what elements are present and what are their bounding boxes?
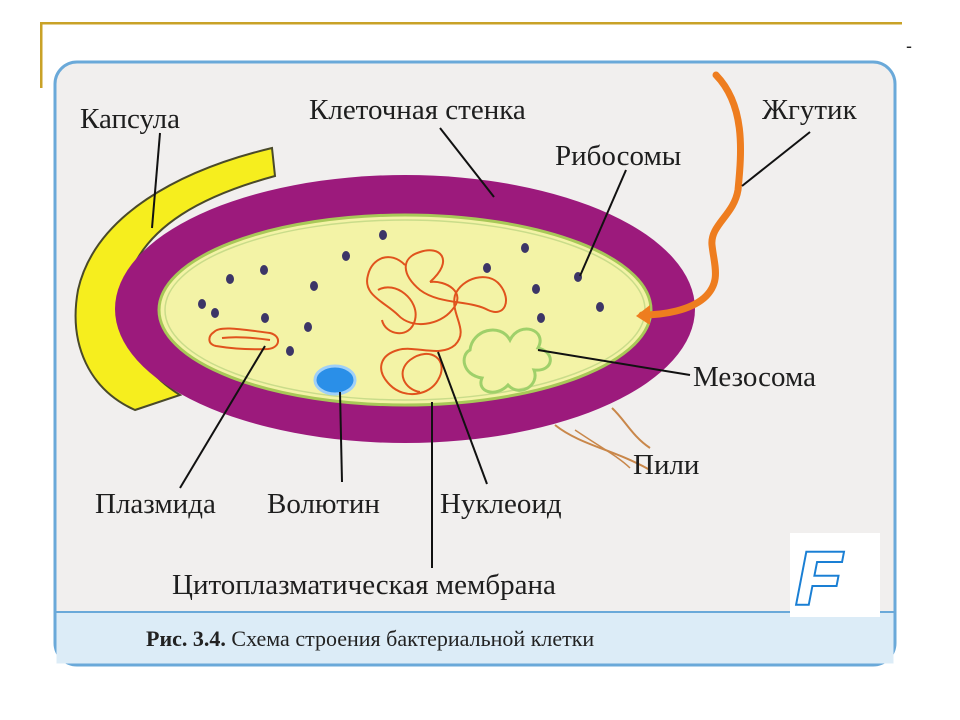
ribosome: [304, 322, 312, 332]
flagellum-leader: [741, 131, 811, 187]
volutin: [313, 364, 357, 396]
flagellum: [638, 71, 745, 319]
nucleoid-leader: [437, 351, 488, 485]
ribosome: [521, 243, 529, 253]
label-plasmid: Плазмида: [95, 488, 216, 520]
pili-1: [554, 424, 651, 471]
ribosomes-leader: [579, 169, 627, 277]
pili-leader: [574, 429, 631, 469]
ribosomes: [198, 230, 604, 356]
label-cytoplasmic-membrane: Цитоплазматическая мембрана: [172, 569, 556, 601]
label-pili: Пили: [633, 449, 699, 481]
ribosome: [342, 251, 350, 261]
logo-badge: [790, 533, 880, 617]
figure-caption: Рис. 3.4. Схема строения бактериальной к…: [146, 626, 594, 651]
ribosome: [532, 284, 540, 294]
ribosome: [310, 281, 318, 291]
mesosome-leader: [537, 349, 691, 376]
slide-dash: -: [906, 36, 912, 56]
plasmid-leader: [179, 345, 266, 489]
leader-lines: [151, 127, 811, 568]
label-capsule: Капсула: [80, 103, 180, 135]
ribosome: [483, 263, 491, 273]
plasmid: [208, 327, 279, 351]
ribosome: [226, 274, 234, 284]
slide-left-rule: [40, 22, 43, 88]
label-ribosomes: Рибосомы: [555, 140, 681, 172]
pili-2: [611, 407, 651, 449]
label-mesosome: Мезосома: [693, 361, 816, 393]
nucleoid: [366, 249, 507, 395]
cytoplasmic-membrane: [157, 213, 653, 407]
flagellum-hook: [636, 305, 650, 325]
caption-figure-number: Рис. 3.4.: [146, 626, 226, 651]
ribosome: [211, 308, 219, 318]
caption-text: Схема строения бактериальной клетки: [226, 626, 595, 651]
ribosome: [286, 346, 294, 356]
ribosome: [379, 230, 387, 240]
ribosome: [596, 302, 604, 312]
label-cell-wall: Клеточная стенка: [309, 94, 526, 126]
label-volutin: Волютин: [267, 488, 380, 520]
label-nucleoid: Нуклеоид: [440, 488, 562, 520]
label-flagellum: Жгутик: [762, 94, 858, 126]
capsule-leader: [151, 132, 161, 229]
ribosome: [198, 299, 206, 309]
ribosome: [261, 313, 269, 323]
mesosome: [462, 327, 552, 394]
slide-top-rule: [40, 22, 902, 25]
ribosome: [260, 265, 268, 275]
ribosome: [537, 313, 545, 323]
cell-wall-leader: [439, 127, 495, 198]
publisher-logo: F: [796, 537, 843, 620]
volutin-leader: [339, 391, 343, 483]
caption-band: [56, 612, 894, 664]
